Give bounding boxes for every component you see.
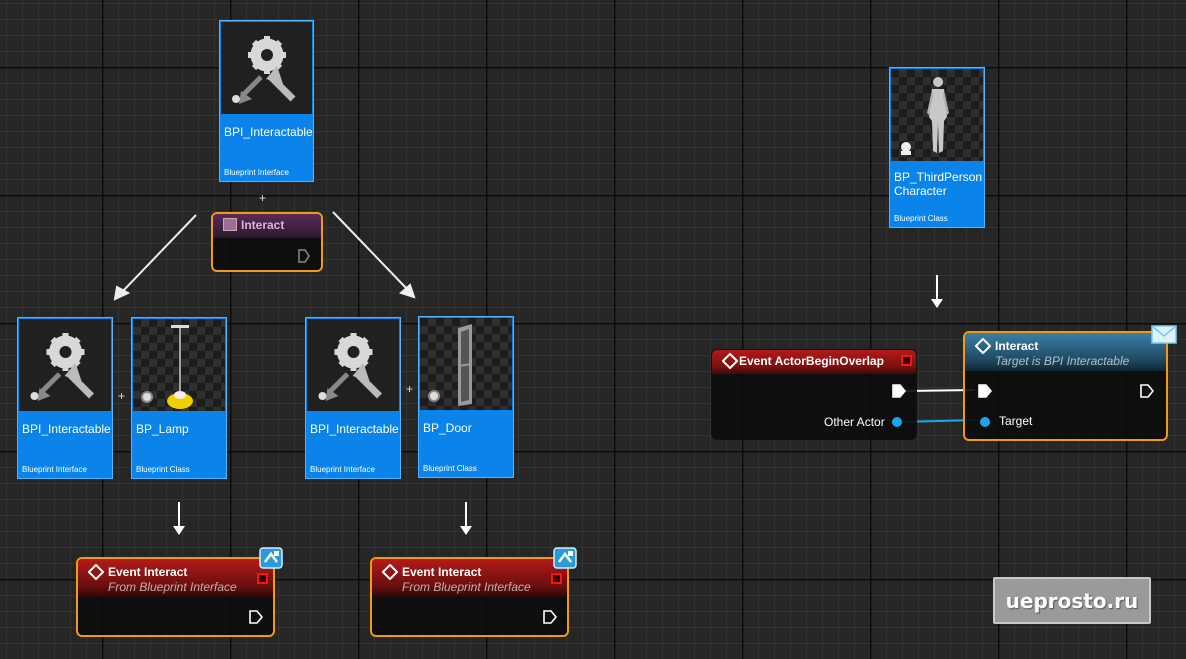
down-arrow-icon	[173, 502, 185, 535]
arrow-head-left	[113, 285, 131, 301]
node-title: Event Interact	[402, 565, 482, 579]
interact-call-node[interactable]: Interact Target is BPI Interactable Targ…	[963, 331, 1168, 441]
node-title: Event ActorBeginOverlap	[739, 354, 884, 368]
card-bpi-interactable-left[interactable]: BPI_Interactable Blueprint Interface	[17, 317, 113, 479]
plus-sign: +	[406, 382, 414, 396]
watermark-logo: ueprosto.ru	[993, 577, 1151, 624]
card-kind: Blueprint Class	[894, 214, 948, 223]
target-pin[interactable]	[980, 417, 990, 427]
node-header	[372, 559, 567, 597]
plus-sign: +	[259, 191, 267, 205]
card-bp-thirdperson-character[interactable]: BP_ThirdPerson Character Blueprint Class	[889, 67, 985, 228]
character-icon	[901, 77, 949, 155]
lamp-icon	[141, 325, 193, 409]
card-name: BP_ThirdPerson Character	[894, 170, 982, 198]
interface-interact-node[interactable]: Interact	[211, 212, 323, 272]
door-icon	[428, 324, 473, 406]
down-arrow-icon	[931, 275, 943, 308]
card-kind: Blueprint Class	[136, 465, 190, 474]
node-header	[965, 333, 1166, 371]
arrow-line-left	[121, 214, 197, 293]
card-name-line2: Character	[894, 184, 947, 198]
interface-thumbnail	[307, 319, 399, 411]
card-bpi-interactable-middle[interactable]: BPI_Interactable Blueprint Interface	[305, 317, 401, 479]
card-name: BP_Door	[423, 421, 472, 435]
interface-icon	[30, 333, 94, 401]
node-title: Interact	[995, 339, 1039, 353]
node-header	[78, 559, 273, 597]
node-subtitle: From Blueprint Interface	[402, 580, 531, 594]
lamp-thumbnail	[133, 319, 225, 411]
event-interact-node-middle[interactable]: Event Interact From Blueprint Interface	[370, 557, 569, 637]
node-subtitle: From Blueprint Interface	[108, 580, 237, 594]
other-actor-pin[interactable]	[892, 417, 902, 427]
exec-out-pin[interactable]	[892, 384, 906, 399]
node-title: Interact	[241, 218, 285, 232]
plus-sign: +	[118, 389, 126, 403]
exec-out-pin[interactable]	[249, 610, 263, 625]
card-kind: Blueprint Interface	[22, 465, 87, 474]
character-thumbnail	[891, 69, 983, 161]
interface-event-badge-icon	[259, 547, 283, 569]
exec-out-pin[interactable]	[543, 610, 557, 625]
node-header	[712, 350, 916, 374]
door-thumbnail	[420, 318, 512, 410]
event-interact-node-left[interactable]: Event Interact From Blueprint Interface	[76, 557, 275, 637]
interface-icon	[232, 36, 296, 104]
interface-thumbnail	[221, 22, 312, 114]
arrow-head-right	[399, 283, 416, 299]
exec-out-pin[interactable]	[298, 249, 310, 263]
card-kind: Blueprint Class	[423, 464, 477, 473]
card-bp-lamp[interactable]: BP_Lamp Blueprint Class	[131, 317, 227, 479]
message-envelope-icon	[1151, 325, 1177, 344]
card-name: BPI_Interactable	[310, 422, 399, 436]
card-name: BPI_Interactable	[22, 422, 111, 436]
exec-in-pin[interactable]	[978, 384, 992, 399]
card-name-line1: BP_ThirdPerson	[894, 170, 983, 184]
card-kind: Blueprint Interface	[310, 465, 375, 474]
exec-out-pin[interactable]	[1140, 384, 1154, 399]
event-actor-begin-overlap-node[interactable]: Event ActorBeginOverlap Other Actor	[711, 349, 917, 440]
card-bpi-interactable-top[interactable]: BPI_Interactable Blueprint Interface	[219, 20, 314, 182]
target-pin-label: Target	[999, 414, 1033, 428]
card-bp-door[interactable]: BP_Door Blueprint Class	[418, 316, 514, 478]
function-icon	[223, 218, 237, 231]
node-subtitle: Target is BPI Interactable	[995, 354, 1130, 368]
delegate-pin[interactable]	[551, 573, 562, 584]
delegate-pin[interactable]	[901, 355, 912, 366]
card-name: BPI_Interactable	[224, 125, 313, 139]
interface-thumbnail	[19, 319, 111, 411]
card-name: BP_Lamp	[136, 422, 189, 436]
arrow-line-right	[332, 211, 409, 291]
interface-icon	[318, 333, 382, 401]
interface-event-badge-icon	[553, 547, 577, 569]
down-arrow-icon	[460, 502, 472, 535]
card-kind: Blueprint Interface	[224, 168, 289, 177]
node-title: Event Interact	[108, 565, 188, 579]
other-actor-pin-label: Other Actor	[824, 415, 885, 429]
delegate-pin[interactable]	[257, 573, 268, 584]
